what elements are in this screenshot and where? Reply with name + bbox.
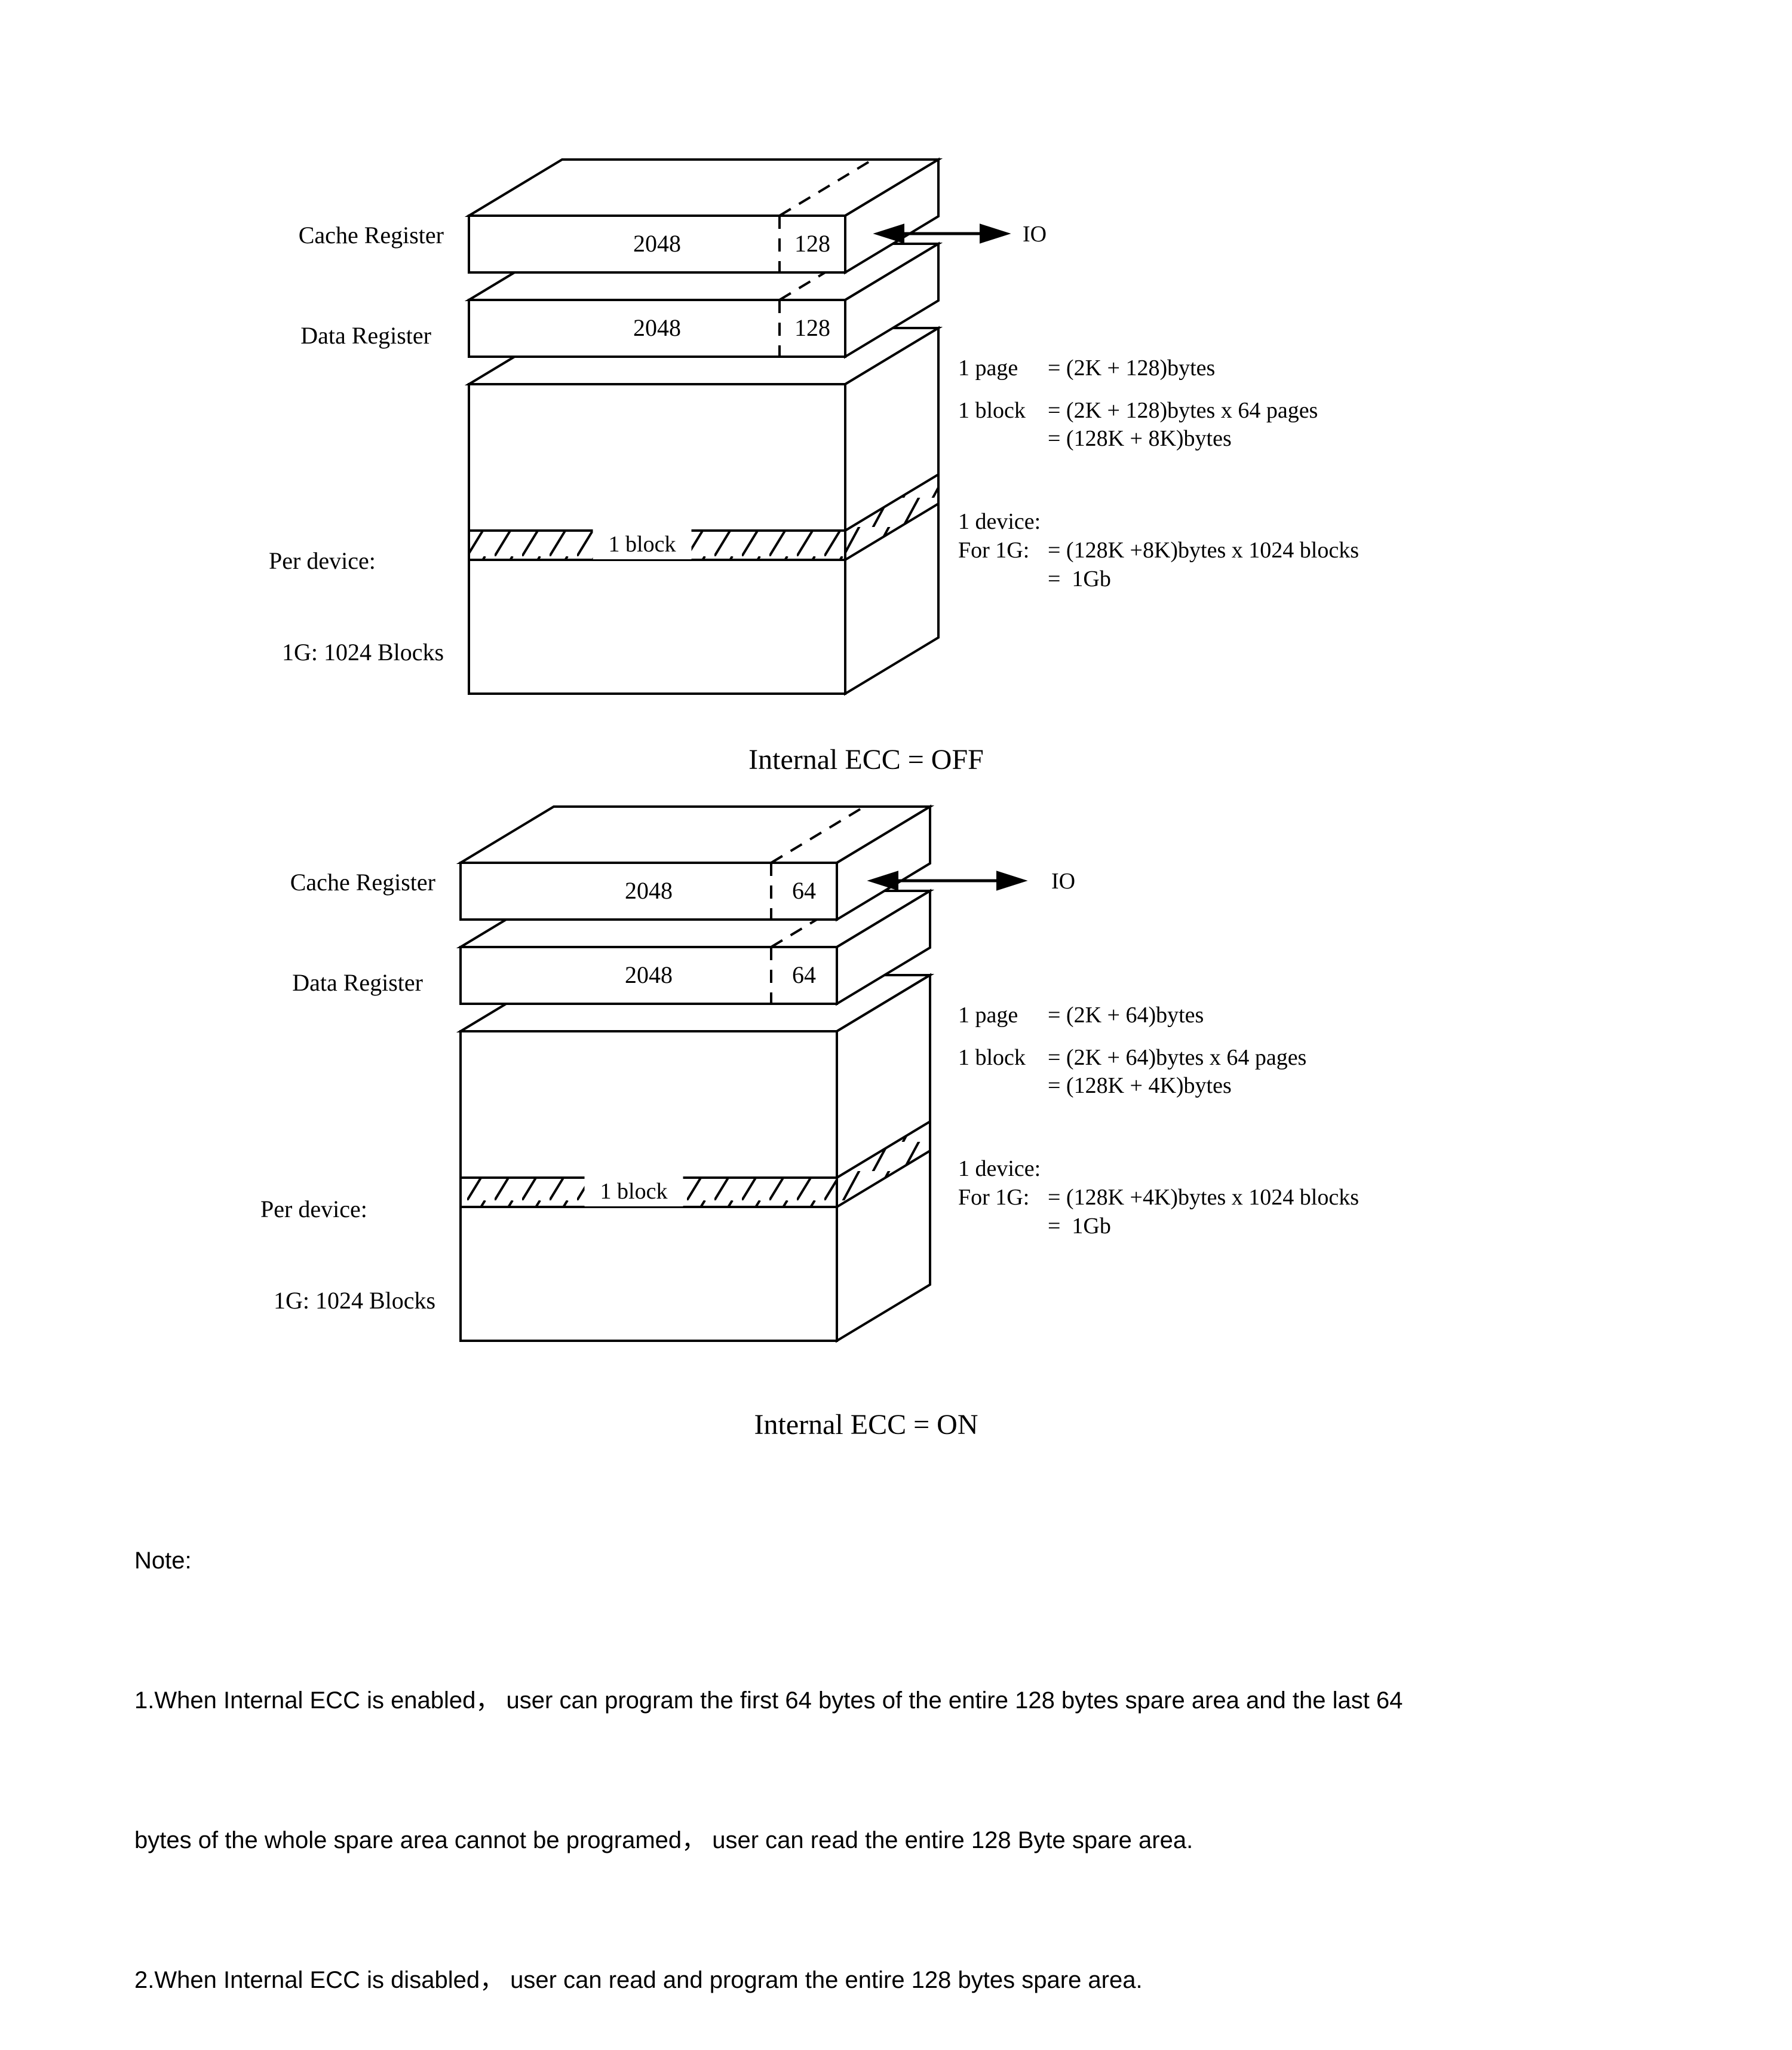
ecc-on-title: Internal ECC = ON xyxy=(754,1409,978,1441)
io-arrow xyxy=(873,223,1011,244)
formula-device-heading: 1 device: xyxy=(958,507,1041,537)
formula-page: 1 page = (2K + 128)bytes xyxy=(958,353,1215,383)
cache-spare-size: 128 xyxy=(794,230,830,257)
data-main-size: 2048 xyxy=(625,961,673,988)
cache-register-label: Cache Register xyxy=(290,869,435,896)
formula-device-cont: = 1Gb xyxy=(1048,564,1111,594)
cache-main-size: 2048 xyxy=(625,877,673,904)
cache-register-front-face xyxy=(468,215,846,274)
formula-page-value: = (2K + 128)bytes xyxy=(1048,356,1216,381)
formula-page-label: 1 page xyxy=(958,356,1018,381)
formula-block-label: 1 block xyxy=(958,1045,1026,1070)
formula-device-heading-text: 1 device: xyxy=(958,509,1041,534)
ecc-off-title: Internal ECC = OFF xyxy=(748,744,984,776)
note-line-2: bytes of the whole spare area cannot be … xyxy=(134,1827,1193,1853)
formula-block: 1 block = (2K + 128)bytes x 64 pages xyxy=(958,396,1318,425)
formula-device-heading: 1 device: xyxy=(958,1154,1041,1184)
block-band-label: 1 block xyxy=(593,529,692,559)
formula-block-value: = (2K + 64)bytes x 64 pages xyxy=(1048,1045,1307,1070)
formula-block-cont: = (128K + 8K)bytes xyxy=(1048,424,1232,453)
cache-main-size: 2048 xyxy=(633,230,681,257)
ecc-on-lineart xyxy=(456,804,1028,1343)
formula-device-label: For 1G: xyxy=(958,1185,1030,1210)
formula-device-heading-text: 1 device: xyxy=(958,1156,1041,1181)
datasheet-figure-page: { "figure": { "diagrams": [ { "state_tit… xyxy=(134,157,1403,1993)
note-section: Note: 1.When Internal ECC is enabled， us… xyxy=(134,1444,1664,2050)
block-band-label: 1 block xyxy=(584,1176,683,1206)
per-device-line2: 1G: 1024 Blocks xyxy=(282,639,444,666)
formula-device-label: For 1G: xyxy=(958,538,1030,563)
data-register-label: Data Register xyxy=(300,322,431,349)
data-register-label: Data Register xyxy=(292,969,423,996)
per-device-line2: 1G: 1024 Blocks xyxy=(274,1287,436,1314)
note-line-1: 1.When Internal ECC is enabled， user can… xyxy=(134,1687,1403,1714)
io-arrowhead-left xyxy=(873,223,904,244)
formula-block-label: 1 block xyxy=(958,398,1026,423)
formula-device-value2: = 1Gb xyxy=(1048,566,1111,592)
data-register-front-face xyxy=(459,946,838,1005)
data-spare-size: 64 xyxy=(792,961,816,988)
io-label: IO xyxy=(1051,869,1076,894)
formula-block: 1 block = (2K + 64)bytes x 64 pages xyxy=(958,1043,1306,1073)
formula-device-value: = (128K +4K)bytes x 1024 blocks xyxy=(1048,1185,1359,1210)
figure-line-art xyxy=(456,157,1028,1343)
per-device-line1: Per device: xyxy=(260,1196,367,1222)
io-arrow xyxy=(867,871,1028,891)
io-arrowhead-right xyxy=(980,223,1011,244)
formula-block-cont: = (128K + 4K)bytes xyxy=(1048,1071,1232,1101)
cache-spare-size: 64 xyxy=(792,877,816,904)
data-spare-size: 128 xyxy=(794,314,830,341)
ecc-off-lineart xyxy=(464,157,1011,696)
formula-device: For 1G: = (128K +4K)bytes x 1024 blocks xyxy=(958,1182,1359,1212)
per-device-label: Per device: 1G: 1024 Blocks xyxy=(260,1133,435,1346)
formula-block-value: = (2K + 128)bytes x 64 pages xyxy=(1048,398,1318,423)
cache-register-box xyxy=(456,804,935,922)
data-register-front-face xyxy=(468,299,846,358)
cache-register-spare-divider-top xyxy=(770,805,866,864)
io-arrowhead-left xyxy=(867,871,898,891)
cache-register-front-face xyxy=(459,862,838,921)
per-device-label: Per device: 1G: 1024 Blocks xyxy=(269,485,444,698)
formula-device-value2: = 1Gb xyxy=(1048,1214,1111,1239)
note-heading: Note: xyxy=(134,1548,192,1574)
per-device-line1: Per device: xyxy=(269,547,376,574)
formula-page: 1 page = (2K + 64)bytes xyxy=(958,1000,1204,1030)
formula-device-value: = (128K +8K)bytes x 1024 blocks xyxy=(1048,538,1359,563)
note-line-3: 2.When Internal ECC is disabled， user ca… xyxy=(134,1967,1143,1993)
cache-register-label: Cache Register xyxy=(298,222,444,249)
formula-device: For 1G: = (128K +8K)bytes x 1024 blocks xyxy=(958,535,1359,565)
io-arrowhead-right xyxy=(996,871,1028,891)
io-label: IO xyxy=(1023,222,1047,247)
data-main-size: 2048 xyxy=(633,314,681,341)
formula-page-value: = (2K + 64)bytes xyxy=(1048,1003,1204,1028)
formula-block-value2: = (128K + 4K)bytes xyxy=(1048,1073,1232,1098)
cache-register-box xyxy=(464,157,943,275)
cache-register-spare-divider-top xyxy=(778,158,874,217)
formula-page-label: 1 page xyxy=(958,1003,1018,1028)
formula-block-value2: = (128K + 8K)bytes xyxy=(1048,426,1232,451)
formula-device-cont: = 1Gb xyxy=(1048,1211,1111,1241)
